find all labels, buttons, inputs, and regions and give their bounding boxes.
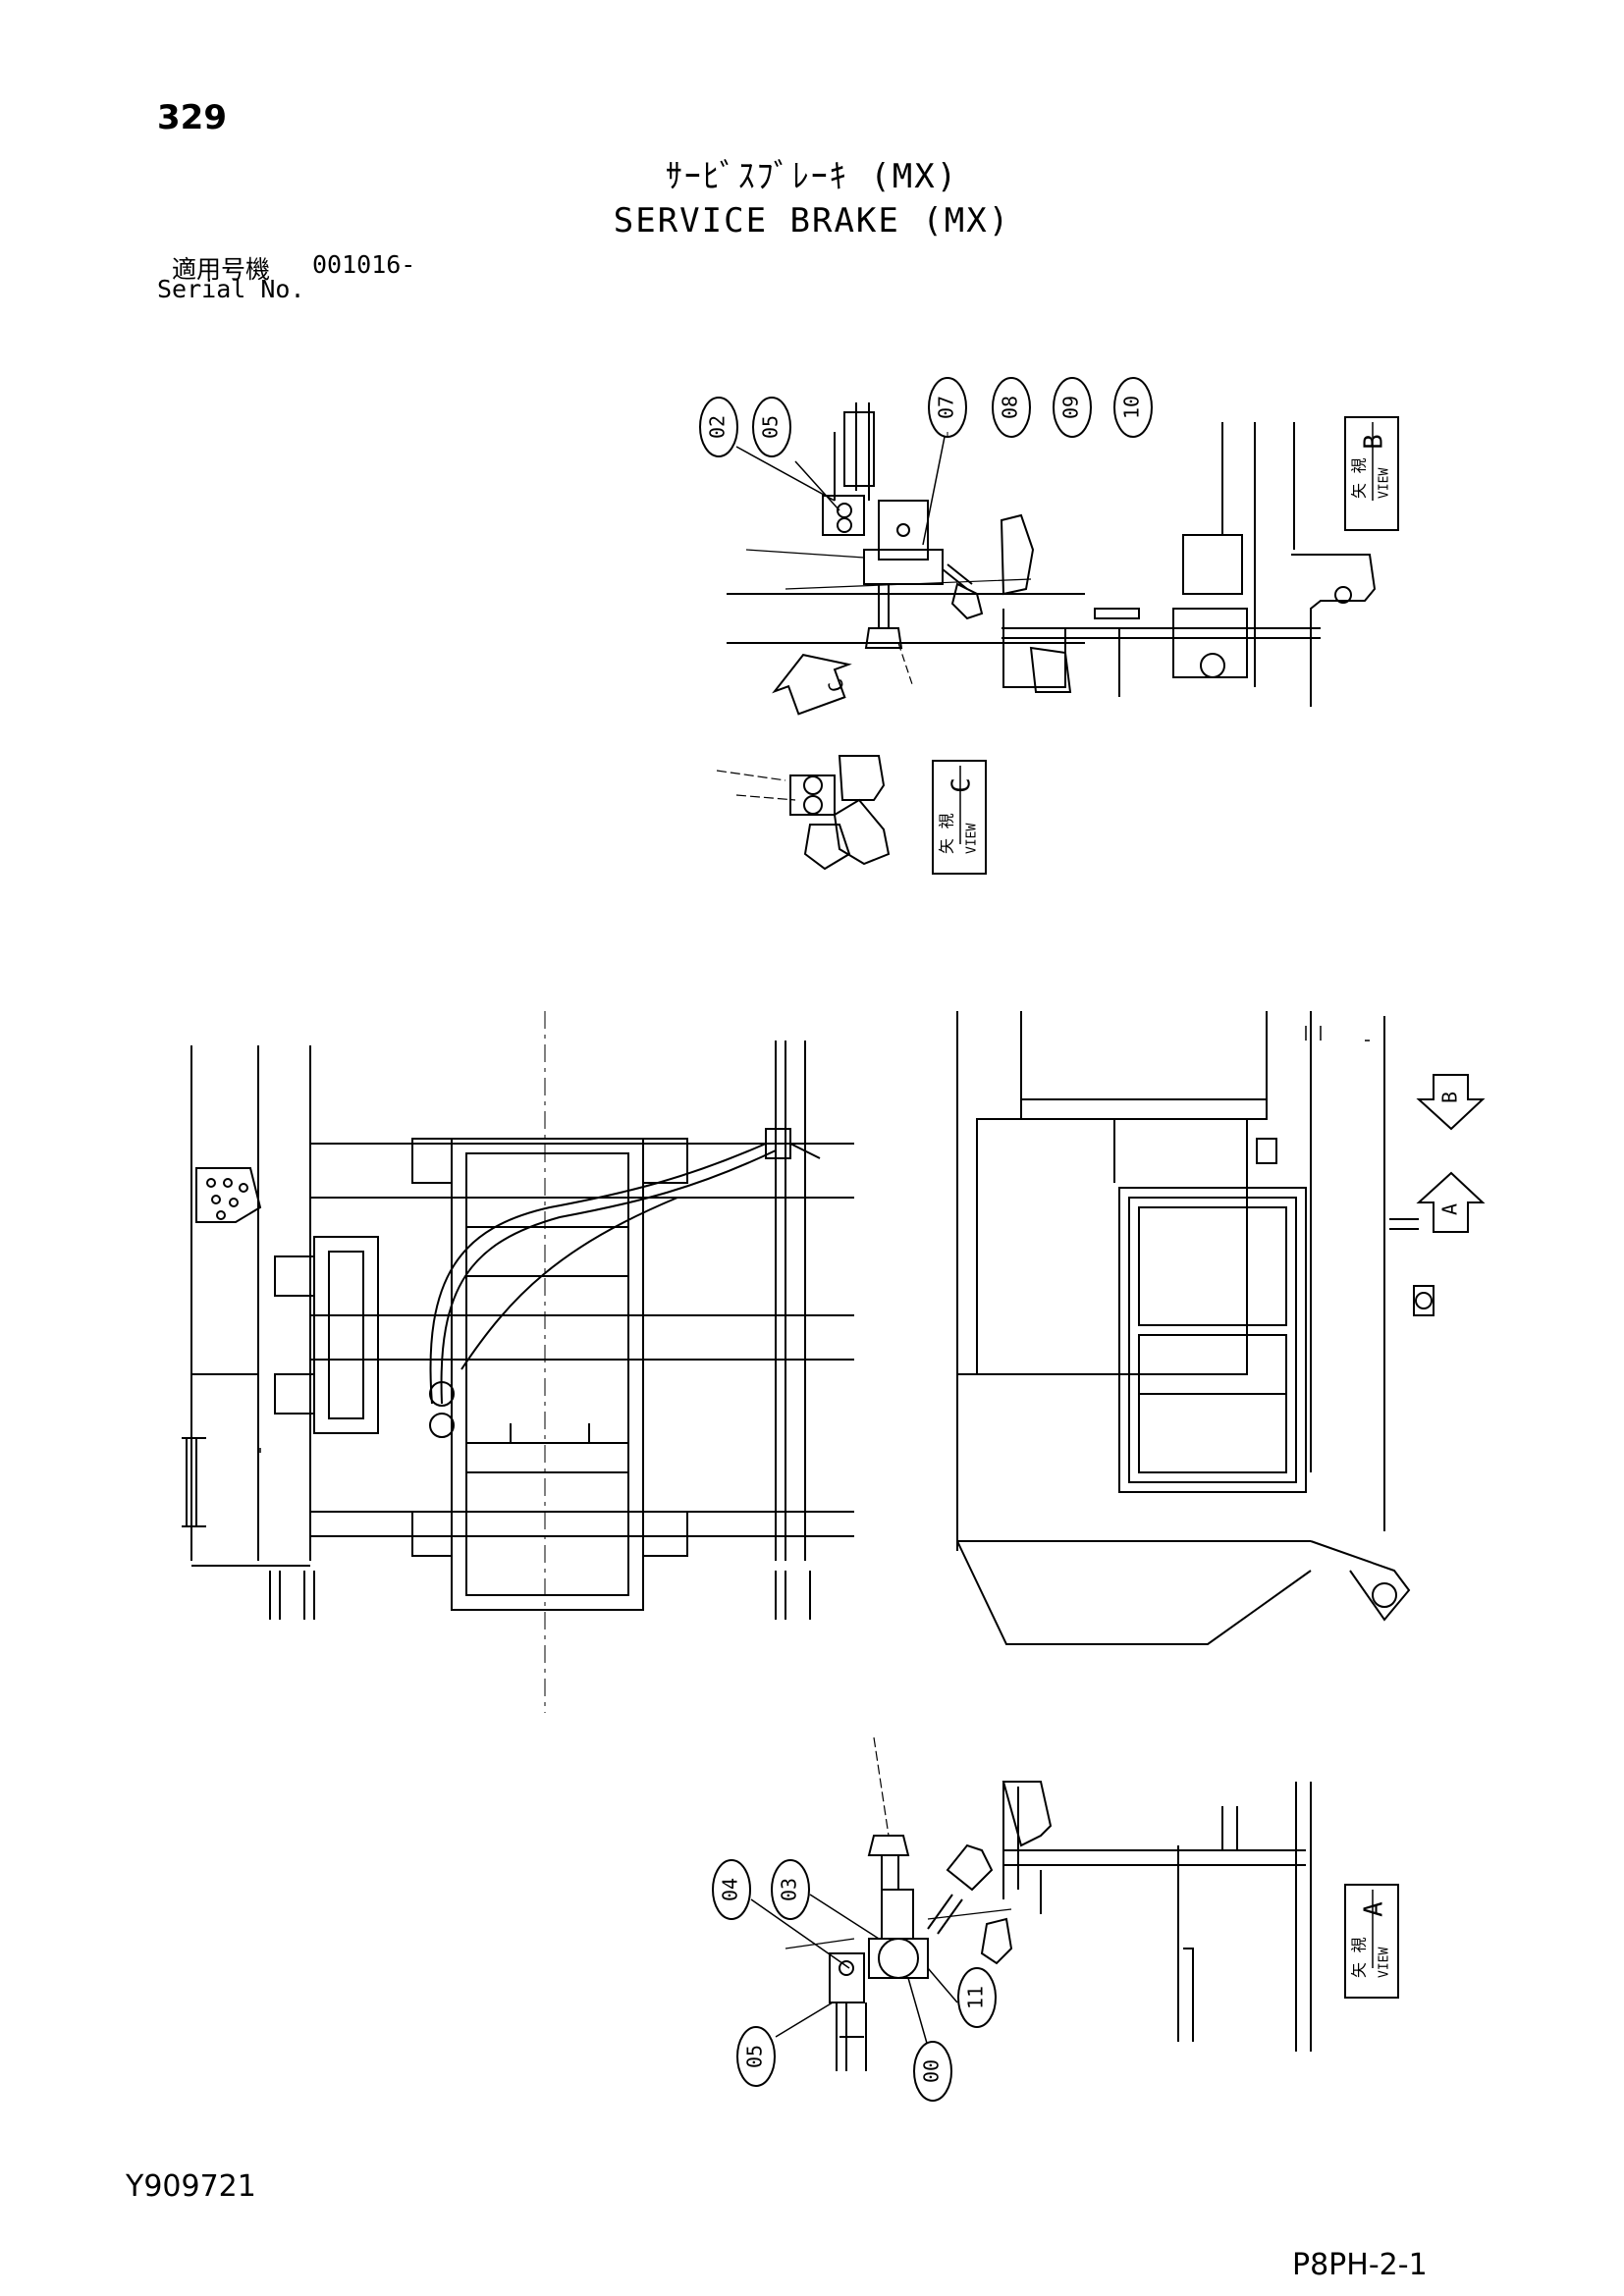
document-code: Y909721	[126, 2169, 256, 2204]
arrow-label-b: B	[1438, 1092, 1462, 1103]
callout-balloon: 04	[712, 1859, 751, 1920]
callout-balloon: 05	[752, 397, 791, 457]
view-kanji: 矢 視	[1350, 457, 1369, 499]
view-box-c: 矢 視 VIEW C	[932, 760, 987, 875]
callout-label: 03	[778, 1878, 801, 1901]
detail-view-b	[727, 402, 1377, 716]
title-japanese: ｻｰﾋﾞｽﾌﾞﾚｰｷ (MX)	[665, 157, 959, 196]
callout-label: 05	[743, 2045, 767, 2068]
callout-balloon: 09	[1053, 377, 1092, 438]
view-box-a: 矢 視 VIEW A	[1344, 1884, 1399, 1999]
callout-label: 07	[935, 396, 958, 419]
callout-balloon: 02	[699, 397, 738, 457]
plan-view-frame	[182, 1011, 854, 1713]
arrow-label-c: C	[823, 676, 849, 696]
detail-view-a	[750, 1736, 1312, 2071]
callout-label: 00	[920, 2059, 944, 2083]
view-letter: B	[1360, 434, 1389, 450]
callout-label: 08	[999, 396, 1022, 419]
side-view-frame	[956, 1011, 1486, 1645]
view-word: VIEW	[965, 824, 980, 854]
callout-balloon: 03	[771, 1859, 810, 1920]
serial-label-japanese: 適用号機	[172, 255, 271, 284]
view-word: VIEW	[1378, 468, 1392, 499]
callout-label: 02	[706, 415, 730, 439]
callouts-top: 02 05 07 08 09 10	[699, 377, 1153, 457]
callouts-bottom: 04 03 05 00 11	[712, 1859, 997, 2102]
arrow-label-a: A	[1438, 1203, 1462, 1215]
view-word: VIEW	[1378, 1948, 1392, 1978]
callout-balloon: 05	[736, 2026, 776, 2087]
callout-label: 11	[964, 1986, 988, 2009]
callout-balloon: 08	[992, 377, 1031, 438]
view-box-b: 矢 視 VIEW B	[1344, 416, 1399, 531]
detail-view-c	[716, 755, 891, 871]
view-kanji: 矢 視	[938, 813, 956, 854]
page-number: 329	[157, 98, 227, 137]
callout-balloon: 10	[1113, 377, 1153, 438]
callout-balloon: 07	[928, 377, 967, 438]
callout-balloon: 11	[957, 1967, 997, 2028]
serial-number-value: 001016-	[312, 250, 416, 279]
view-letter: A	[1360, 1901, 1389, 1917]
view-kanji: 矢 視	[1350, 1937, 1369, 1978]
callout-label: 09	[1059, 396, 1083, 419]
callout-balloon: 00	[913, 2041, 952, 2102]
view-letter: C	[947, 777, 977, 793]
callout-label: 04	[719, 1878, 742, 1901]
reference-code: P8PH-2-1	[1292, 2248, 1428, 2282]
callout-label: 10	[1120, 396, 1144, 419]
callout-label: 05	[759, 415, 783, 439]
serial-label-english: Serial No.	[157, 275, 305, 303]
title-english: SERVICE BRAKE (MX)	[613, 201, 1011, 240]
